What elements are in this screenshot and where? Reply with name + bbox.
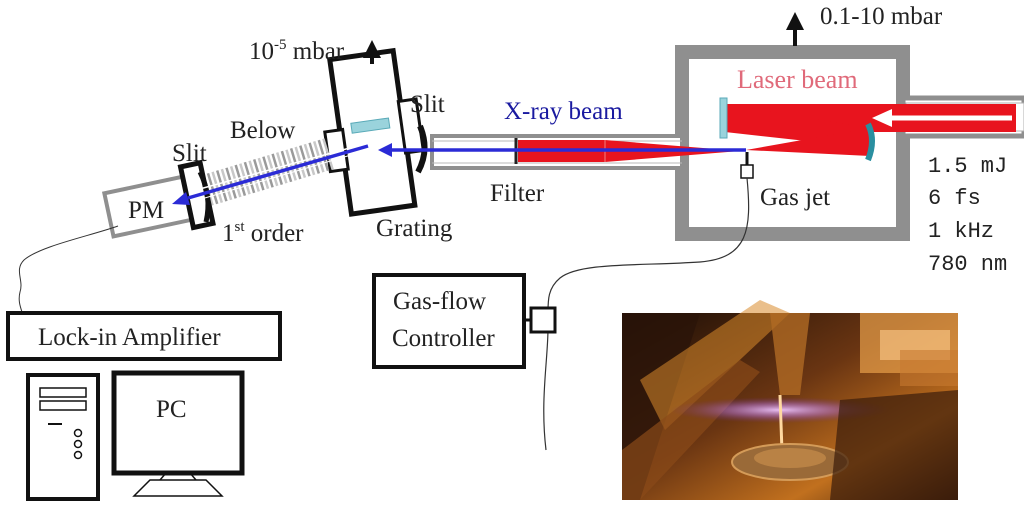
grating-label: Grating xyxy=(376,215,453,242)
pc-tower-drive-1 xyxy=(39,387,87,398)
lockin-label: Lock-in Amplifier xyxy=(38,324,221,351)
laser-spec-duration: 6 fs xyxy=(928,186,981,211)
grating-pressure-label: 10-5 mbar xyxy=(249,37,345,65)
chamber-pressure-label: 0.1-10 mbar xyxy=(820,3,943,30)
bellows-ring xyxy=(216,170,228,202)
first-order-label: 1st order xyxy=(222,219,304,247)
pc-label: PC xyxy=(156,396,187,423)
bellows-ring xyxy=(280,150,293,183)
bellows-ring xyxy=(239,163,251,195)
xray-beam-label: X-ray beam xyxy=(504,98,623,125)
bellows-ring xyxy=(253,159,265,191)
bellows-ring xyxy=(243,161,256,194)
chamber-pump-arrowhead xyxy=(786,12,804,30)
bellows-ring xyxy=(211,171,223,203)
gasflow-connector xyxy=(529,306,557,334)
pc-tower-drive-2 xyxy=(39,400,87,411)
bellows-ring xyxy=(262,156,274,188)
xray-beam-arrowhead-2 xyxy=(172,192,190,205)
bellows-ring xyxy=(276,152,288,184)
pc-monitor xyxy=(111,370,245,476)
pm-label: PM xyxy=(128,197,164,224)
gas-jet-label: Gas jet xyxy=(760,184,830,211)
laser-beam-label: Laser beam xyxy=(737,65,858,94)
pc-monitor-neck xyxy=(159,472,167,481)
xray-beam-zero-order-2 xyxy=(197,149,369,201)
cable-gasjet-controller xyxy=(547,177,750,313)
bellows-ring xyxy=(294,146,307,178)
bellows-ring xyxy=(289,148,302,180)
pc-tower-button-3 xyxy=(73,450,83,460)
grating-pump-arrowhead xyxy=(363,40,381,58)
pc-tower-button-1 xyxy=(73,428,83,438)
bellows-ring xyxy=(225,167,237,199)
gas-jet-photo xyxy=(622,300,958,500)
laser-mirror-1 xyxy=(719,97,728,139)
grating-slit-label: Slit xyxy=(410,91,445,118)
bellows-label: Below xyxy=(230,117,295,144)
bellows-ring xyxy=(220,168,233,201)
gasflow-label-line2: Controller xyxy=(392,325,495,352)
bellows-ring xyxy=(234,164,247,196)
grating-chamber xyxy=(323,47,426,217)
laser-mirror-2 xyxy=(865,122,875,162)
laser-spec-rate: 1 kHz xyxy=(928,219,994,244)
laser-spec-wavelength: 780 nm xyxy=(928,252,1007,277)
lockin-amplifier xyxy=(6,311,282,361)
cable-pm-lockin xyxy=(18,225,119,313)
pm-slit xyxy=(197,170,211,223)
bellows-ring xyxy=(271,153,283,185)
pc-monitor-neck-2 xyxy=(189,472,197,481)
bellows-ring xyxy=(257,157,270,190)
gasflow-controller xyxy=(372,273,526,369)
pc-monitor-stand xyxy=(132,479,224,497)
xray-beam-first-order xyxy=(187,144,369,200)
bellows-ring xyxy=(229,166,242,198)
cable-controller-down xyxy=(543,327,549,451)
bellows-ring xyxy=(248,160,260,192)
bellows-ring xyxy=(206,172,219,205)
xray-beam-zero-order-1 xyxy=(195,142,369,191)
laser-beam-focus xyxy=(746,128,870,156)
laser-spec-energy: 1.5 mJ xyxy=(928,154,1007,179)
bellows-ring xyxy=(285,149,297,181)
gas-jet-block xyxy=(740,164,754,179)
gasflow-label-line1: Gas-flow xyxy=(393,288,486,315)
pm-slit-label: Slit xyxy=(172,140,207,167)
pc-tower-button-2 xyxy=(73,439,83,449)
laser-direction-arrowhead xyxy=(872,109,892,127)
bellows-ring xyxy=(266,154,279,187)
filter-label: Filter xyxy=(490,180,545,207)
bellows xyxy=(202,138,334,206)
xray-beam-arrowhead-1 xyxy=(378,143,392,157)
